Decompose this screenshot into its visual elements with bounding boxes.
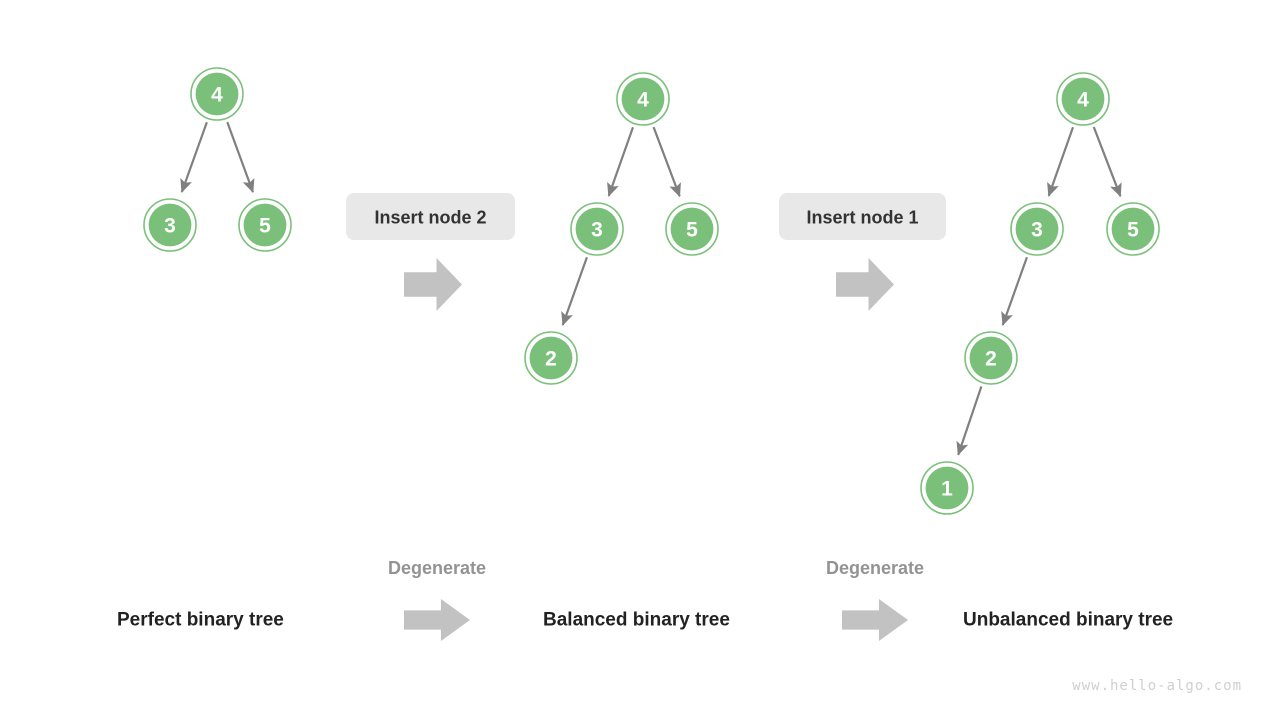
tree-caption: Unbalanced binary tree [963, 610, 1173, 631]
node-label: 2 [985, 348, 997, 371]
tree-edge [180, 121, 208, 193]
tree-edge [652, 126, 681, 198]
node-label: 3 [164, 215, 176, 238]
tree-caption: Balanced binary tree [543, 610, 730, 631]
transition-annotation: Degenerate [826, 558, 924, 641]
tree-edge [607, 126, 635, 197]
node-label: 5 [686, 219, 698, 242]
node-gap-ring [667, 204, 717, 254]
tree-edge [1001, 256, 1028, 326]
node-gap-ring [192, 69, 242, 119]
node-circle [1111, 207, 1155, 251]
node-circle [925, 466, 969, 510]
node-label: 4 [1077, 89, 1089, 112]
node-outer-ring [665, 202, 719, 256]
node-outer-ring [190, 67, 244, 121]
tree-edge [561, 256, 588, 326]
node-circle [195, 72, 239, 116]
tree-node[interactable]: 3 [143, 198, 197, 252]
node-circle [529, 336, 573, 380]
step-annotation: Insert node 2 [346, 193, 515, 311]
step-chip-label: Insert node 2 [374, 208, 486, 228]
node-circle [621, 77, 665, 121]
tree-node[interactable]: 5 [238, 198, 292, 252]
step-chip[interactable] [779, 193, 946, 240]
node-gap-ring [618, 74, 668, 124]
node-outer-ring [1056, 72, 1110, 126]
node-gap-ring [922, 463, 972, 513]
tree-node[interactable]: 2 [524, 331, 578, 385]
tree-node[interactable]: 5 [1106, 202, 1160, 256]
node-circle [1015, 207, 1059, 251]
tree-edges-layer [180, 121, 1122, 456]
tree-node[interactable]: 5 [665, 202, 719, 256]
node-label: 5 [259, 215, 271, 238]
tree-node[interactable]: 4 [190, 67, 244, 121]
transition-annotation: Degenerate [388, 558, 486, 641]
node-label: 1 [941, 478, 953, 501]
tree-edge [226, 121, 255, 193]
node-outer-ring [524, 331, 578, 385]
tree-nodes-layer: 4 3 5 4 3 5 2 4 3 5 2 1 [143, 67, 1160, 515]
tree-edge [956, 386, 983, 456]
node-outer-ring [920, 461, 974, 515]
node-circle [575, 207, 619, 251]
node-outer-ring [570, 202, 624, 256]
node-gap-ring [145, 200, 195, 250]
tree-captions-layer: Perfect binary tree Balanced binary tree U… [117, 610, 1173, 631]
tree-node[interactable]: 4 [616, 72, 670, 126]
node-gap-ring [240, 200, 290, 250]
right-arrow-icon [404, 258, 462, 311]
node-circle [243, 203, 287, 247]
node-label: 5 [1127, 219, 1139, 242]
node-gap-ring [526, 333, 576, 383]
node-outer-ring [1010, 202, 1064, 256]
node-label: 3 [1031, 219, 1043, 242]
node-circle [670, 207, 714, 251]
node-outer-ring [143, 198, 197, 252]
node-gap-ring [1108, 204, 1158, 254]
tree-node[interactable]: 3 [570, 202, 624, 256]
node-gap-ring [1012, 204, 1062, 254]
tree-node[interactable]: 4 [1056, 72, 1110, 126]
tree-edge [1092, 126, 1122, 198]
node-gap-ring [572, 204, 622, 254]
step-annotation: Insert node 1 [779, 193, 946, 311]
step-chip-label: Insert node 1 [806, 208, 918, 228]
right-arrow-icon [842, 599, 908, 641]
step-annotations-layer: Insert node 2 Insert node 1 [346, 193, 946, 311]
right-arrow-icon [836, 258, 894, 311]
node-label: 4 [211, 84, 223, 107]
node-circle [969, 336, 1013, 380]
node-outer-ring [238, 198, 292, 252]
node-label: 3 [591, 219, 603, 242]
tree-node[interactable]: 3 [1010, 202, 1064, 256]
node-outer-ring [616, 72, 670, 126]
node-gap-ring [1058, 74, 1108, 124]
node-outer-ring [1106, 202, 1160, 256]
watermark: www.hello-algo.com [1072, 678, 1242, 694]
node-label: 2 [545, 348, 557, 371]
node-gap-ring [966, 333, 1016, 383]
tree-node[interactable]: 1 [920, 461, 974, 515]
tree-node[interactable]: 2 [964, 331, 1018, 385]
node-circle [148, 203, 192, 247]
transition-label: Degenerate [388, 558, 486, 578]
node-label: 4 [637, 89, 649, 112]
right-arrow-icon [404, 599, 470, 641]
step-chip[interactable] [346, 193, 515, 240]
node-circle [1061, 77, 1105, 121]
tree-caption: Perfect binary tree [117, 610, 284, 631]
tree-edge [1047, 126, 1075, 197]
transition-annotations-layer: Degenerate Degenerate [388, 558, 924, 641]
node-outer-ring [964, 331, 1018, 385]
transition-label: Degenerate [826, 558, 924, 578]
